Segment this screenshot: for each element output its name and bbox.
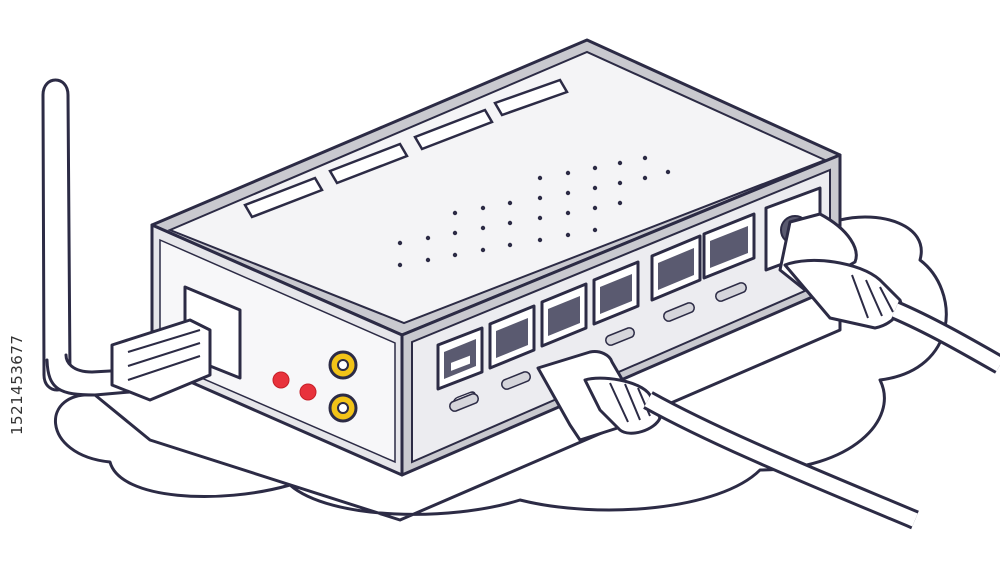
cable-icon: [536, 350, 919, 530]
cable-icon: [778, 212, 1000, 374]
speaker-dots: [397, 155, 671, 268]
top-vent-slots: [243, 78, 569, 219]
led-red-1: [272, 371, 290, 389]
port-indicator-pills: [449, 282, 747, 412]
ethernet-port-icon: [592, 260, 640, 326]
ethernet-port-icon: [650, 234, 702, 302]
stock-image-id: 1521453677: [8, 334, 26, 435]
ethernet-port-icon: [702, 212, 756, 280]
antenna-icon: [41, 78, 132, 397]
ethernet-port-icon: [540, 282, 588, 348]
audio-jacks: [328, 350, 358, 423]
status-leds: [272, 371, 317, 401]
ethernet-port-icon: [488, 304, 536, 370]
led-red-2: [299, 383, 317, 401]
cable-icon: [110, 318, 212, 402]
